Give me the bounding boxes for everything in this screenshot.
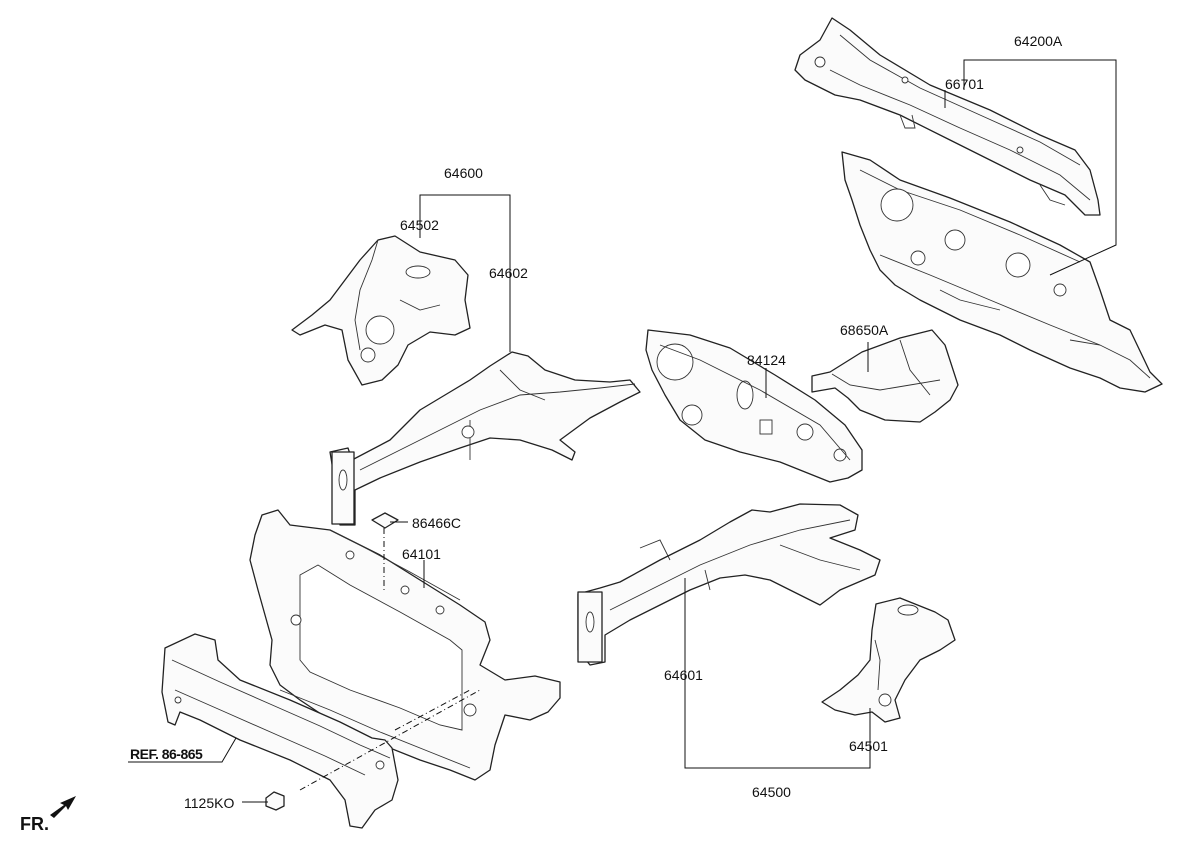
- assembly-lines: [299, 528, 481, 791]
- dash-panel-assembly: [841, 151, 1163, 393]
- label-64101: 64101: [402, 546, 441, 562]
- label-84124: 84124: [747, 352, 786, 368]
- leader-lines: [128, 59, 1117, 803]
- front-arrow-icon: [50, 796, 76, 818]
- label-1125KO: 1125KO: [184, 795, 235, 811]
- bolt-1125ko: [265, 791, 285, 811]
- insulator-pad: [811, 329, 959, 423]
- label-66701: 66701: [945, 76, 984, 92]
- label-64501: 64501: [849, 738, 888, 754]
- dash-insulator: [645, 329, 863, 483]
- front-side-member-rh: [577, 503, 881, 666]
- label-ref-86-865: REF. 86-865: [130, 746, 203, 762]
- fender-apron-rh: [821, 597, 956, 723]
- label-64602: 64602: [489, 265, 528, 281]
- label-64600: 64600: [444, 165, 483, 181]
- radiator-support: [249, 509, 561, 781]
- label-86466C: 86466C: [412, 515, 462, 531]
- label-64200A: 64200A: [1014, 33, 1063, 49]
- cowl-top-panel: [794, 17, 1101, 216]
- clip-plate: [371, 512, 399, 529]
- fender-apron-lh: [291, 235, 471, 386]
- label-64500: 64500: [752, 784, 791, 800]
- front-side-member-lh: [329, 351, 641, 526]
- label-68650A: 68650A: [840, 322, 889, 338]
- bumper-beam: [161, 633, 399, 829]
- label-64502: 64502: [400, 217, 439, 233]
- label-64601: 64601: [664, 667, 703, 683]
- label-front: FR.: [20, 814, 49, 834]
